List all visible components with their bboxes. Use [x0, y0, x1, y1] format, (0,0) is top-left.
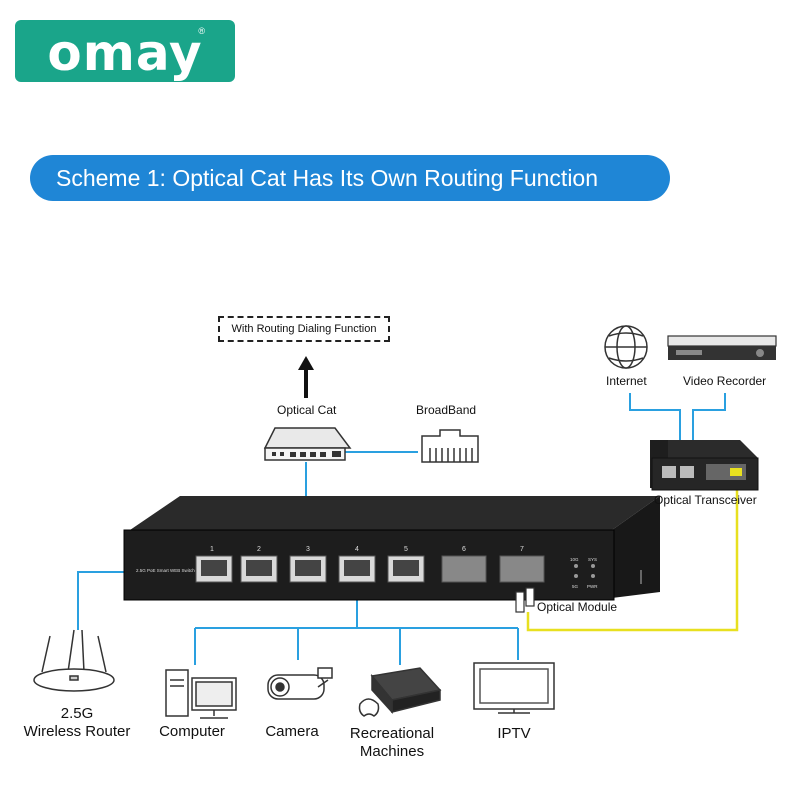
broadband-label: BroadBand	[416, 403, 477, 417]
iptv-label: IPTV	[497, 725, 531, 742]
recreational-label: Recreational Machines	[340, 725, 444, 761]
dvr-icon	[667, 335, 777, 360]
routing-callout: With Routing Dialing Function	[218, 316, 390, 342]
brand-logo: omay ®	[15, 20, 235, 82]
computer-icon	[165, 669, 237, 719]
optical-transceiver-label: Optical Transceiver	[654, 493, 757, 507]
switch-port-2: 2	[257, 546, 261, 553]
camera-label: Camera	[265, 723, 319, 740]
game-console-icon	[358, 667, 442, 717]
logo-text: omay	[47, 24, 203, 82]
tv-icon	[473, 662, 555, 714]
switch-port-6: 6	[462, 546, 466, 553]
switch-indicator-5g: 5G	[572, 584, 579, 589]
routing-callout-text: With Routing Dialing Function	[231, 323, 377, 335]
fiber-link	[526, 480, 739, 632]
switch-indicator-10g: 10G	[570, 557, 579, 562]
up-arrow	[298, 356, 314, 398]
switch-port-1: 1	[210, 546, 214, 553]
switch-port-4: 4	[355, 546, 359, 553]
optical-cat-icon	[263, 427, 352, 461]
video-recorder-label: Video Recorder	[683, 374, 767, 388]
transceiver-icon	[650, 440, 759, 491]
computer-label: Computer	[159, 723, 225, 740]
switch-port-3: 3	[306, 546, 310, 553]
recreational-label-line2: Machines	[359, 743, 425, 760]
internet-label: Internet	[606, 374, 647, 388]
fiber-connector-icon	[515, 587, 535, 613]
switch-model-text: 2.5G PoE Smart WEB Switch	[136, 568, 195, 573]
router-label: 2.5G Wireless Router	[18, 705, 136, 741]
switch-indicator-pwr: PWR	[587, 584, 598, 589]
router-label-line2: Wireless Router	[23, 723, 131, 740]
rj45-jack-icon	[421, 429, 479, 463]
switch-labels: 2.5G PoE Smart WEB Switch 1 2 3 4 5 6 7 …	[136, 546, 598, 589]
switch-icon	[123, 496, 660, 601]
optical-module-label: Optical Module	[537, 600, 618, 614]
recreational-label-line1: Recreational	[349, 725, 435, 742]
optical-cat-label: Optical Cat	[277, 403, 337, 417]
switch-port-7: 7	[520, 546, 524, 553]
registered-mark: ®	[198, 26, 205, 36]
router-label-line1: 2.5G	[60, 705, 94, 722]
globe-icon	[604, 325, 648, 369]
switch-port-5: 5	[404, 546, 408, 553]
camera-icon	[267, 667, 333, 700]
switch-indicator-sys: SYS	[588, 557, 597, 562]
router-icon	[33, 629, 115, 692]
scheme-title-banner: Scheme 1: Optical Cat Has Its Own Routin…	[30, 155, 670, 201]
